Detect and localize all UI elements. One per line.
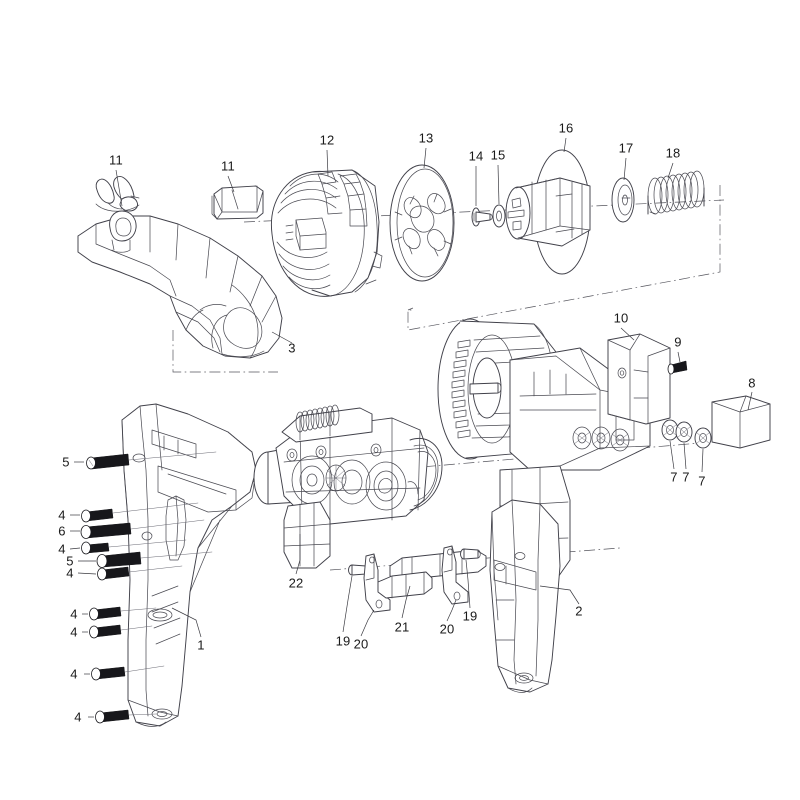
screw-6	[80, 522, 132, 539]
assembly-group-boundaries	[172, 185, 721, 373]
screw-5-b	[96, 551, 142, 568]
callout-4-e: 4	[70, 624, 78, 640]
screw-4-d	[89, 606, 122, 621]
part-15-washer	[492, 204, 506, 228]
callout-15: 15	[490, 147, 506, 163]
part-16-rotor-disc-assembly	[505, 149, 591, 275]
gearbox-top-coil	[295, 404, 340, 433]
callout-12: 12	[319, 132, 335, 148]
callout-20-b: 20	[439, 621, 455, 637]
callout-22: 22	[288, 575, 304, 591]
callout-8: 8	[748, 375, 756, 391]
callout-7-b: 7	[682, 469, 690, 485]
callout-11-a: 11	[109, 152, 123, 168]
callout-4-f: 4	[70, 666, 78, 682]
part-1-handle-half-left	[121, 403, 257, 727]
part-22-motor-gearbox-assembly	[253, 404, 443, 569]
callout-6: 6	[58, 523, 66, 539]
callout-19-b: 19	[462, 608, 478, 624]
part-3-motor-shroud-cover	[77, 210, 283, 359]
part-17-end-washer	[611, 177, 635, 223]
callout-4-b: 4	[58, 541, 66, 557]
screw-4-a	[81, 508, 114, 523]
screw-5-a	[86, 453, 130, 470]
callout-5-b: 5	[66, 553, 74, 569]
screw-column-left	[80, 453, 142, 724]
callout-14: 14	[468, 148, 484, 164]
callout-3: 3	[288, 340, 296, 356]
callout-leader-lines	[69, 137, 753, 718]
callout-11-b: 11	[221, 158, 235, 174]
callout-4-g: 4	[74, 709, 82, 725]
callout-4-c: 4	[66, 565, 74, 581]
callout-16: 16	[558, 120, 574, 136]
callout-7-c: 7	[698, 473, 706, 489]
linkage-assembly	[348, 545, 487, 613]
callout-4-a: 4	[58, 507, 66, 523]
callout-19-a: 19	[335, 633, 351, 649]
part-19-roll-pin-left	[348, 564, 369, 576]
screw-4-f	[91, 666, 126, 681]
callout-2: 2	[575, 603, 583, 619]
part-11-bracket-clip-b	[211, 185, 264, 220]
housing-rosettes	[572, 426, 630, 452]
part-19-roll-pin-right	[460, 548, 481, 560]
part-14-pin	[471, 207, 493, 227]
callout-9: 9	[674, 334, 682, 350]
part-2-handle-half-right	[489, 499, 561, 693]
callout-10: 10	[613, 310, 629, 326]
screw-4-g	[95, 709, 130, 724]
screw-4-b	[81, 541, 110, 555]
part-9-screw	[667, 360, 688, 375]
part-20-lever-right	[441, 545, 469, 605]
screw-4-e	[89, 624, 122, 639]
part-8-label-plate	[711, 395, 771, 449]
callout-13: 13	[418, 130, 434, 146]
callout-7-a: 7	[670, 469, 678, 485]
part-18-coil-spring	[647, 170, 705, 215]
part-11-wire-clip-a	[95, 175, 140, 212]
screw-4-c	[97, 566, 130, 581]
callout-17: 17	[618, 140, 634, 156]
callout-1: 1	[197, 637, 205, 653]
part-10-battery-rail-plate	[607, 333, 671, 425]
part-12-fan-cover-housing	[270, 169, 383, 297]
callout-18: 18	[665, 145, 681, 161]
part-13-fan-impeller-disc	[389, 164, 455, 282]
callout-5-a: 5	[62, 454, 70, 470]
part-7-grommets	[661, 419, 712, 449]
callout-21: 21	[394, 619, 410, 635]
callout-20-a: 20	[353, 636, 369, 652]
callout-4-d: 4	[70, 606, 78, 622]
